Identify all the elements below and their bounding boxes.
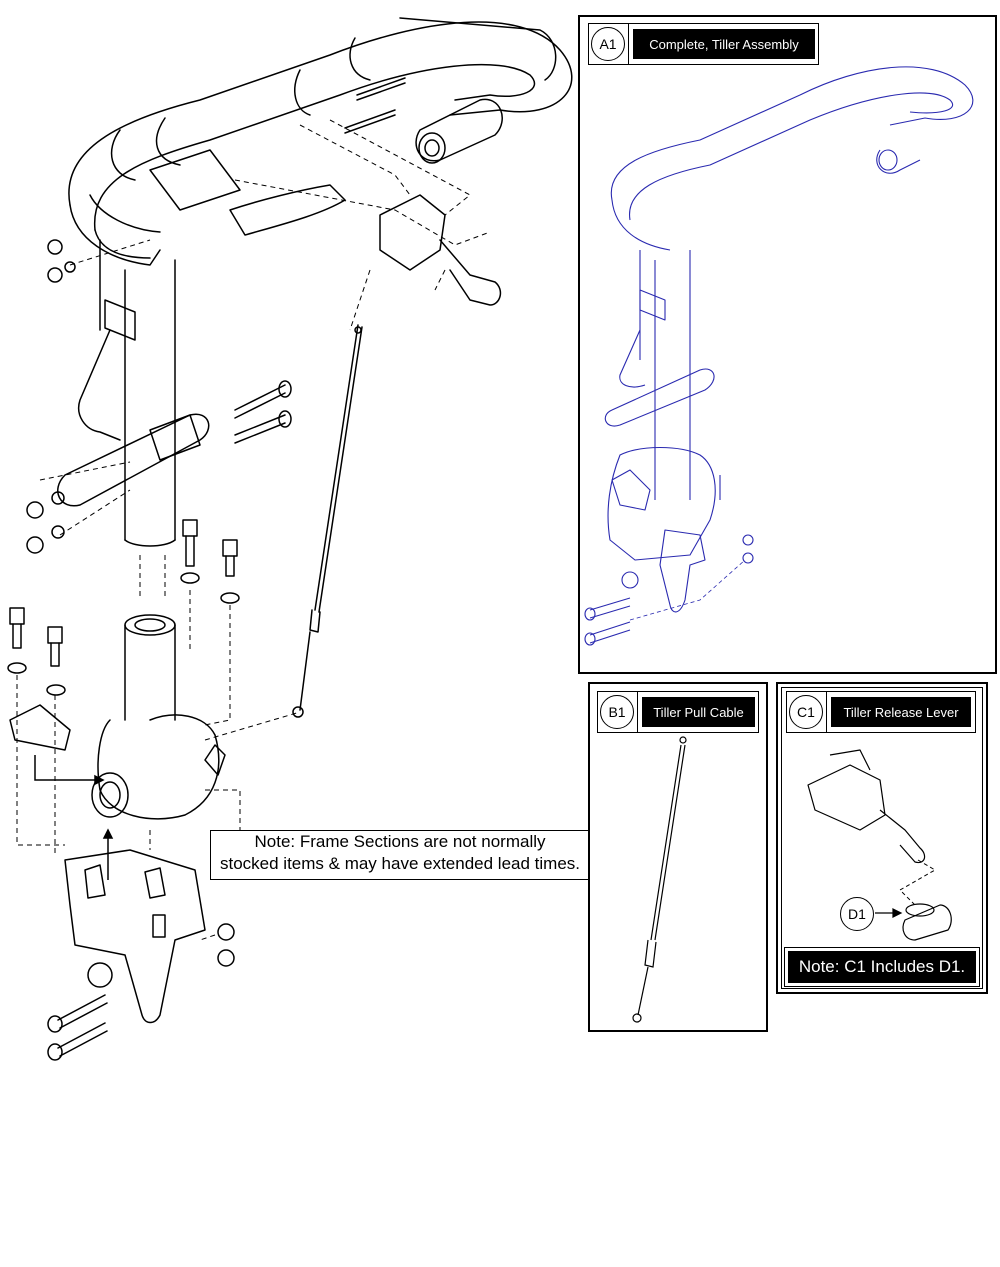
panel-a1-divider: [628, 23, 629, 65]
panel-a1-title: Complete, Tiller Assembly: [633, 29, 815, 59]
callout-c1: C1: [789, 695, 823, 729]
panel-b1-divider: [637, 691, 638, 733]
panel-c1-title: Tiller Release Lever: [831, 697, 971, 727]
panel-c1-inner: [781, 687, 983, 989]
handlebar: [68, 17, 573, 266]
grip-end: [415, 98, 503, 164]
pivot-housing: [91, 614, 226, 820]
release-lever: [379, 194, 502, 306]
panel-c1-note: Note: C1 Includes D1.: [788, 951, 976, 983]
lever-c1-drawing: [807, 749, 952, 941]
base-fork: [64, 849, 206, 1024]
panel-b1-title: Tiller Pull Cable: [642, 697, 755, 727]
callout-b1: B1: [600, 695, 634, 729]
assembly-a1-drawing: [584, 66, 974, 646]
panel-c1: [776, 682, 988, 994]
callout-d1: D1: [840, 897, 874, 931]
pull-cable: [292, 324, 363, 718]
upper-stem: [78, 239, 176, 547]
note-line-2: stocked items & may have extended lead t…: [219, 854, 580, 873]
cable-b1-drawing: [632, 736, 687, 1023]
callout-a1: A1: [591, 27, 625, 61]
note-line-1: Note: Frame Sections are not normally: [254, 832, 546, 851]
frame-sections-note: Note: Frame Sections are not normally st…: [210, 830, 590, 880]
panel-c1-divider: [826, 691, 827, 733]
panel-a1: [578, 15, 997, 674]
panel-b1: [588, 682, 768, 1032]
